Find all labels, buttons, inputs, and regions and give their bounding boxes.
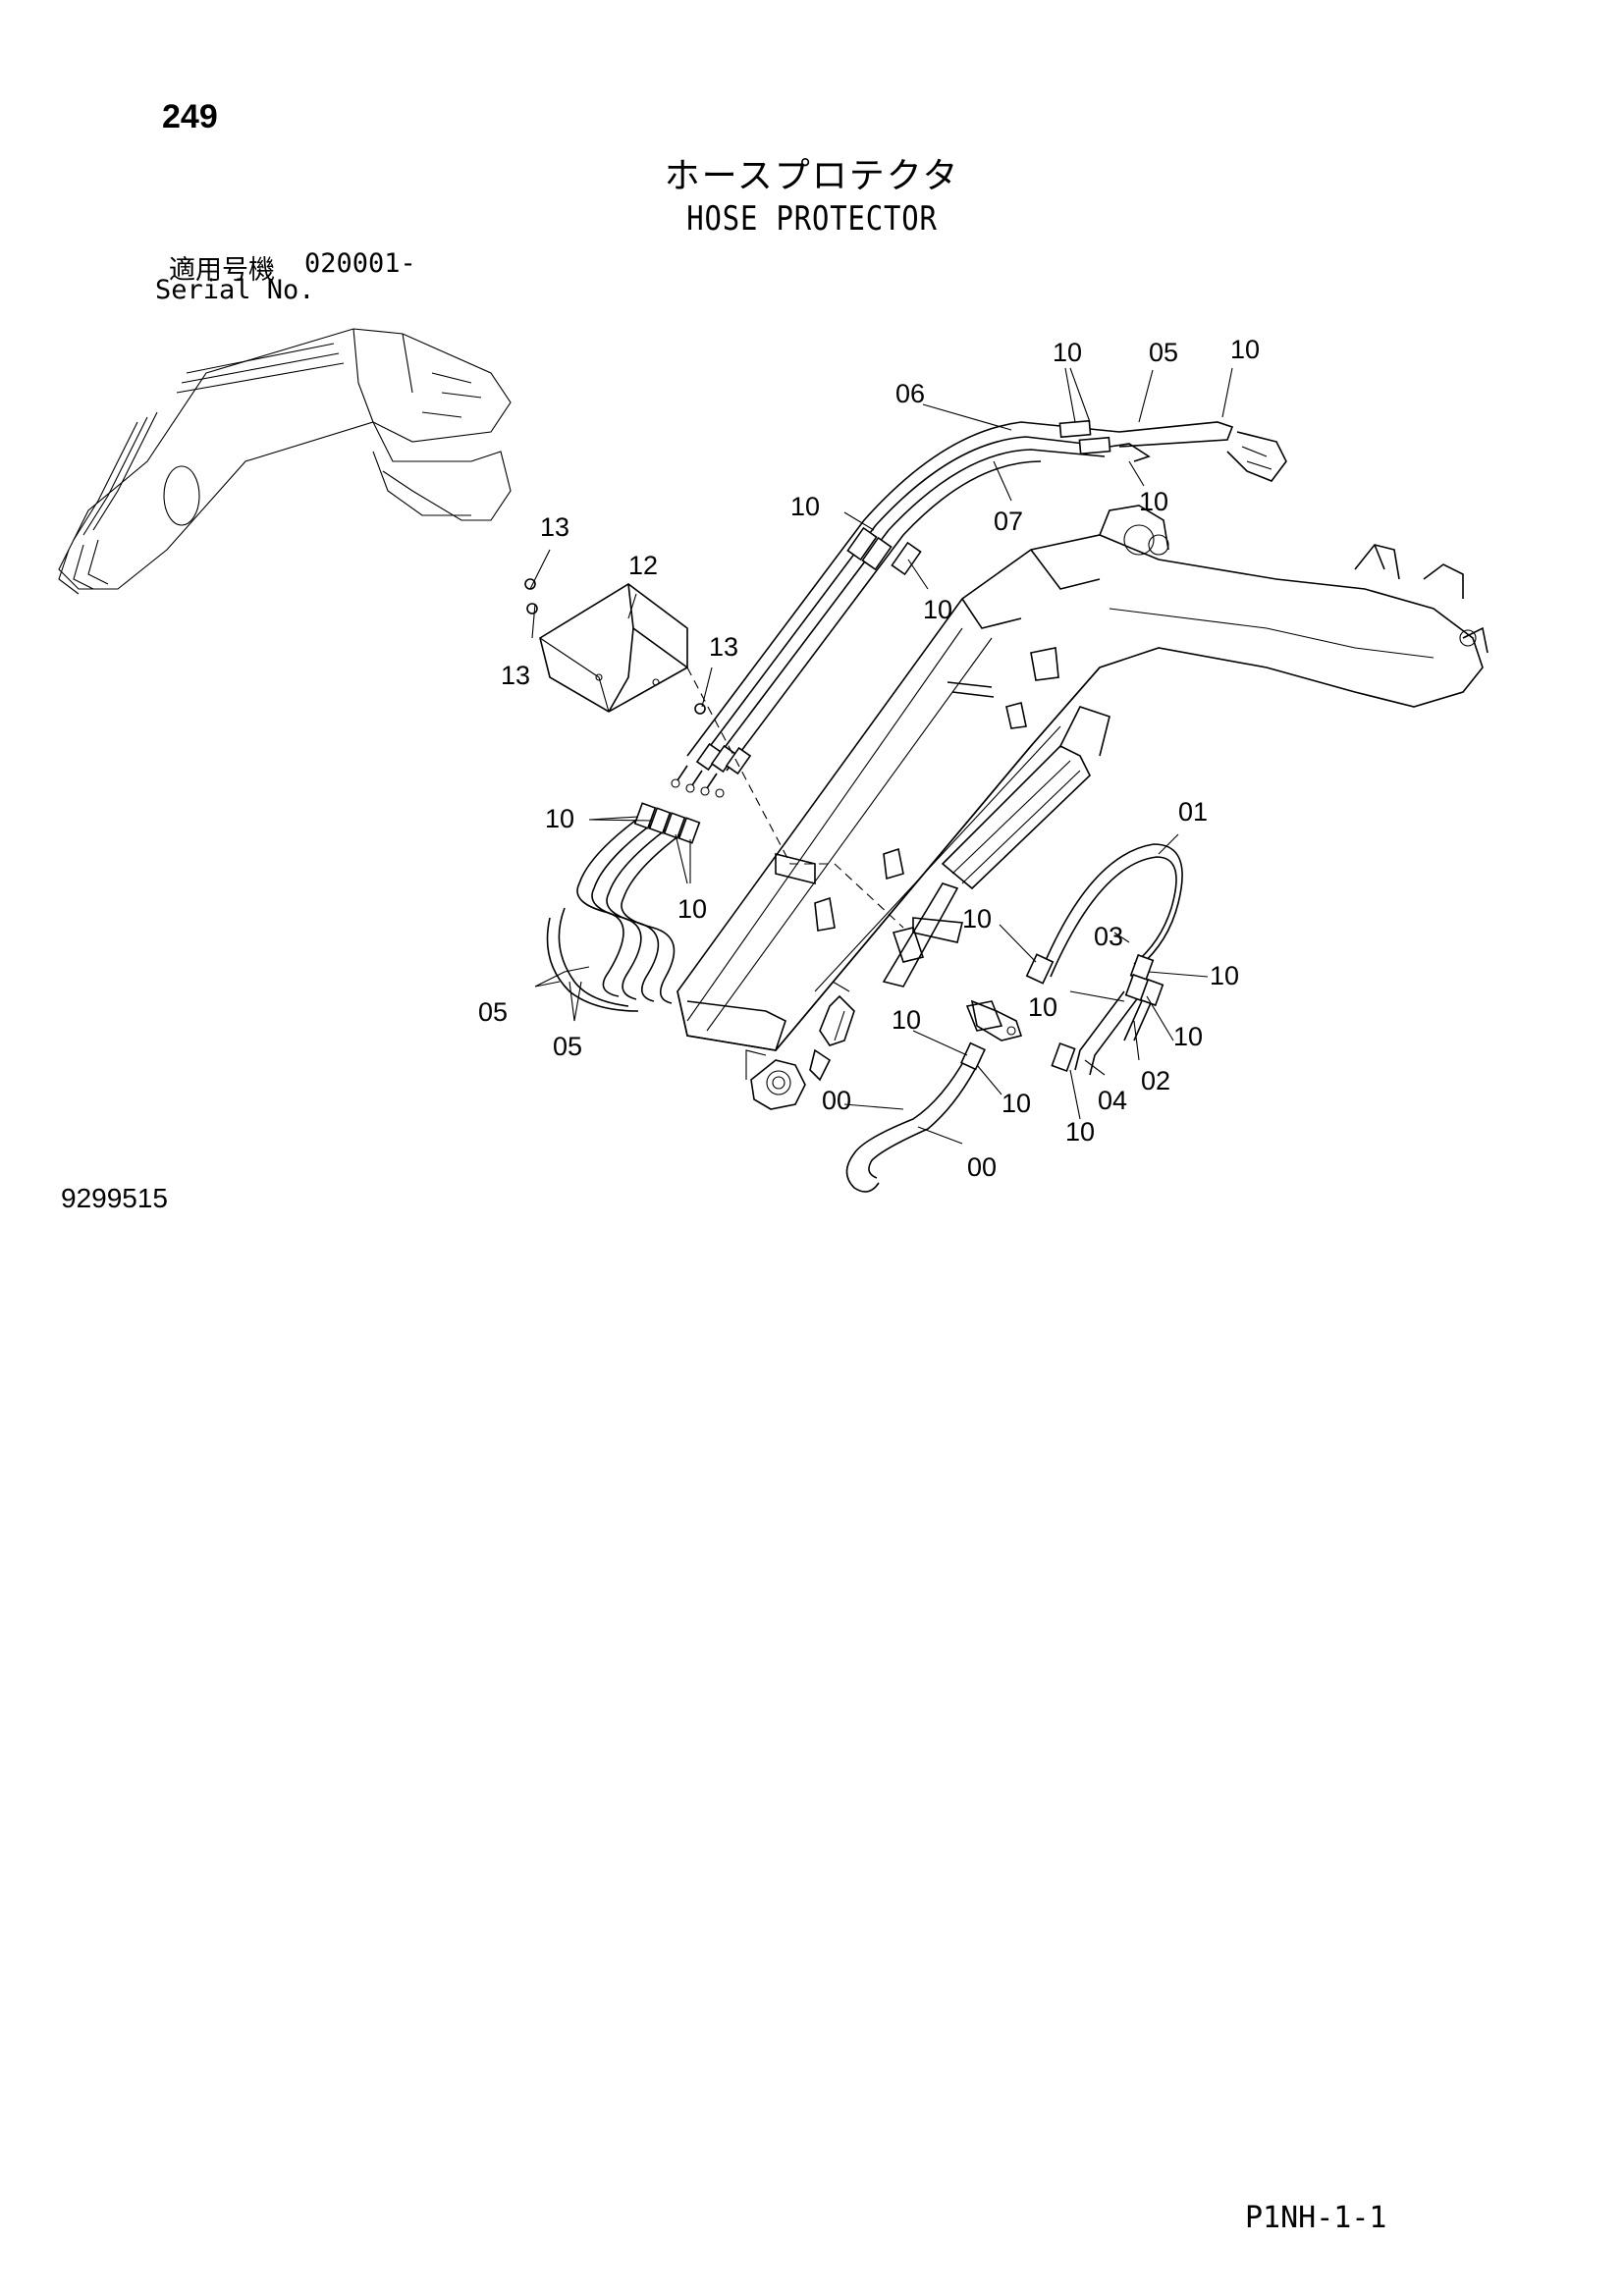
title-english: HOSE PROTECTOR [686, 199, 938, 239]
callout-10: 10 [1001, 1089, 1031, 1118]
callout-06: 06 [895, 379, 925, 408]
hose-protector-12 [524, 578, 904, 929]
serial-label-japanese: 適用号機 [169, 255, 275, 286]
callout-07: 07 [994, 507, 1023, 536]
hose-00-lower [809, 981, 986, 1193]
callout-10: 10 [545, 804, 574, 833]
callout-10: 10 [677, 894, 707, 924]
callout-13: 13 [709, 632, 738, 662]
callout-10: 10 [962, 904, 992, 934]
callout-12: 12 [628, 551, 658, 580]
callout-13: 13 [501, 661, 530, 690]
hoses-right [970, 843, 1183, 1076]
callout-10: 10 [923, 595, 952, 624]
leader-lines [529, 367, 1233, 1145]
callout-10: 10 [1230, 335, 1260, 364]
callout-10: 10 [1053, 338, 1082, 367]
callout-13: 13 [540, 512, 569, 542]
callout-10: 10 [790, 492, 820, 521]
callout-labels: 10 05 10 06 10 07 10 10 13 12 13 13 10 1… [478, 335, 1260, 1182]
page-number: 249 [162, 98, 218, 135]
callout-02: 02 [1141, 1066, 1170, 1095]
hoses-05-left [546, 802, 701, 1012]
callout-10: 10 [1028, 992, 1057, 1022]
overview-thumbnail [58, 328, 512, 595]
callout-10: 10 [892, 1005, 921, 1035]
callout-04: 04 [1098, 1086, 1127, 1115]
callout-01: 01 [1178, 797, 1208, 827]
callout-05: 05 [478, 997, 508, 1027]
callout-10: 10 [1065, 1117, 1095, 1147]
callout-10: 10 [1139, 487, 1168, 516]
callout-10: 10 [1210, 961, 1239, 990]
callout-05: 05 [553, 1032, 582, 1061]
callout-00: 00 [967, 1152, 997, 1182]
drawing-number: 9299515 [61, 1183, 169, 1213]
title-japanese: ホースプロテクタ [664, 156, 960, 196]
serial-range: 020001- [304, 248, 416, 279]
callout-05: 05 [1149, 338, 1178, 367]
serial-label-english: Serial No. [155, 275, 315, 305]
boom [677, 505, 1489, 1110]
page-code: P1NH-1-1 [1245, 2201, 1387, 2235]
callout-03: 03 [1094, 922, 1123, 951]
callout-00: 00 [822, 1086, 851, 1115]
hose-bundle-upper [671, 419, 1287, 798]
callout-10: 10 [1173, 1022, 1203, 1051]
